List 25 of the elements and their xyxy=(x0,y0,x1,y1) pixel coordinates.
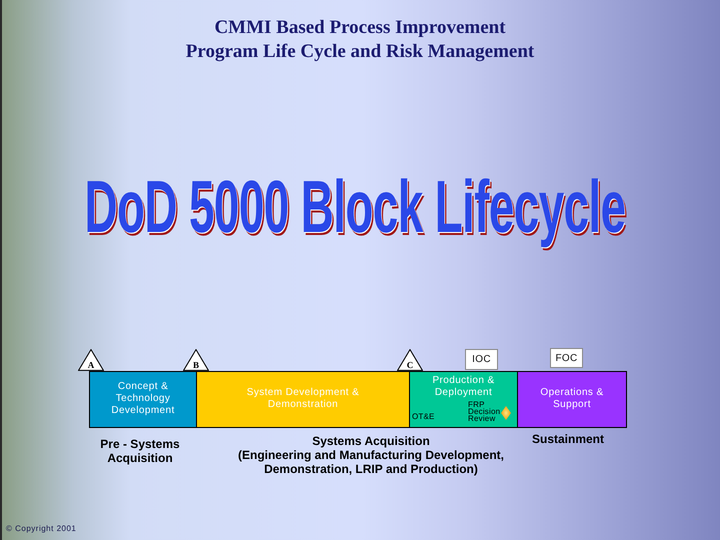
phase-label: Concept & Technology Development xyxy=(110,381,176,417)
phase-bar xyxy=(517,371,627,428)
milestone-triangle xyxy=(183,349,209,371)
diagram-heading: DoD 5000 Block Lifecycle xyxy=(84,166,626,248)
phase-group-label: Sustainment xyxy=(530,432,605,446)
phase-bar xyxy=(89,371,197,428)
phase-bar xyxy=(409,371,518,428)
milestone-box: IOC xyxy=(465,349,498,370)
milestone-triangle xyxy=(397,349,423,371)
milestone-box: FOC xyxy=(550,348,583,368)
phase-group-note: (Engineering and Manufacturing Development, Demonstration, LRIP and Production) xyxy=(236,448,506,476)
slide-title: CMMI Based Process Improvement Program Life Cycle and Risk Management xyxy=(184,16,536,64)
phase-group-label: Pre - Systems Acquisition xyxy=(99,437,181,465)
milestone-letter: A xyxy=(87,361,95,370)
milestone-letter: B xyxy=(192,361,200,370)
phase-label: Operations & Support xyxy=(539,387,605,411)
copyright-notice: © Copyright 2001 xyxy=(6,524,78,534)
phase-label: System Development & Demonstration xyxy=(246,387,360,411)
milestone-letter: C xyxy=(406,361,414,370)
phase-bar xyxy=(196,371,410,428)
milestone-triangle xyxy=(78,349,104,371)
phase-group-label: Systems Acquisition xyxy=(311,434,431,448)
test-phase-label: OT&E xyxy=(412,413,436,420)
decision-review-label: FRP Decision Review xyxy=(468,401,502,422)
phase-label: Production & Deployment xyxy=(431,375,496,399)
